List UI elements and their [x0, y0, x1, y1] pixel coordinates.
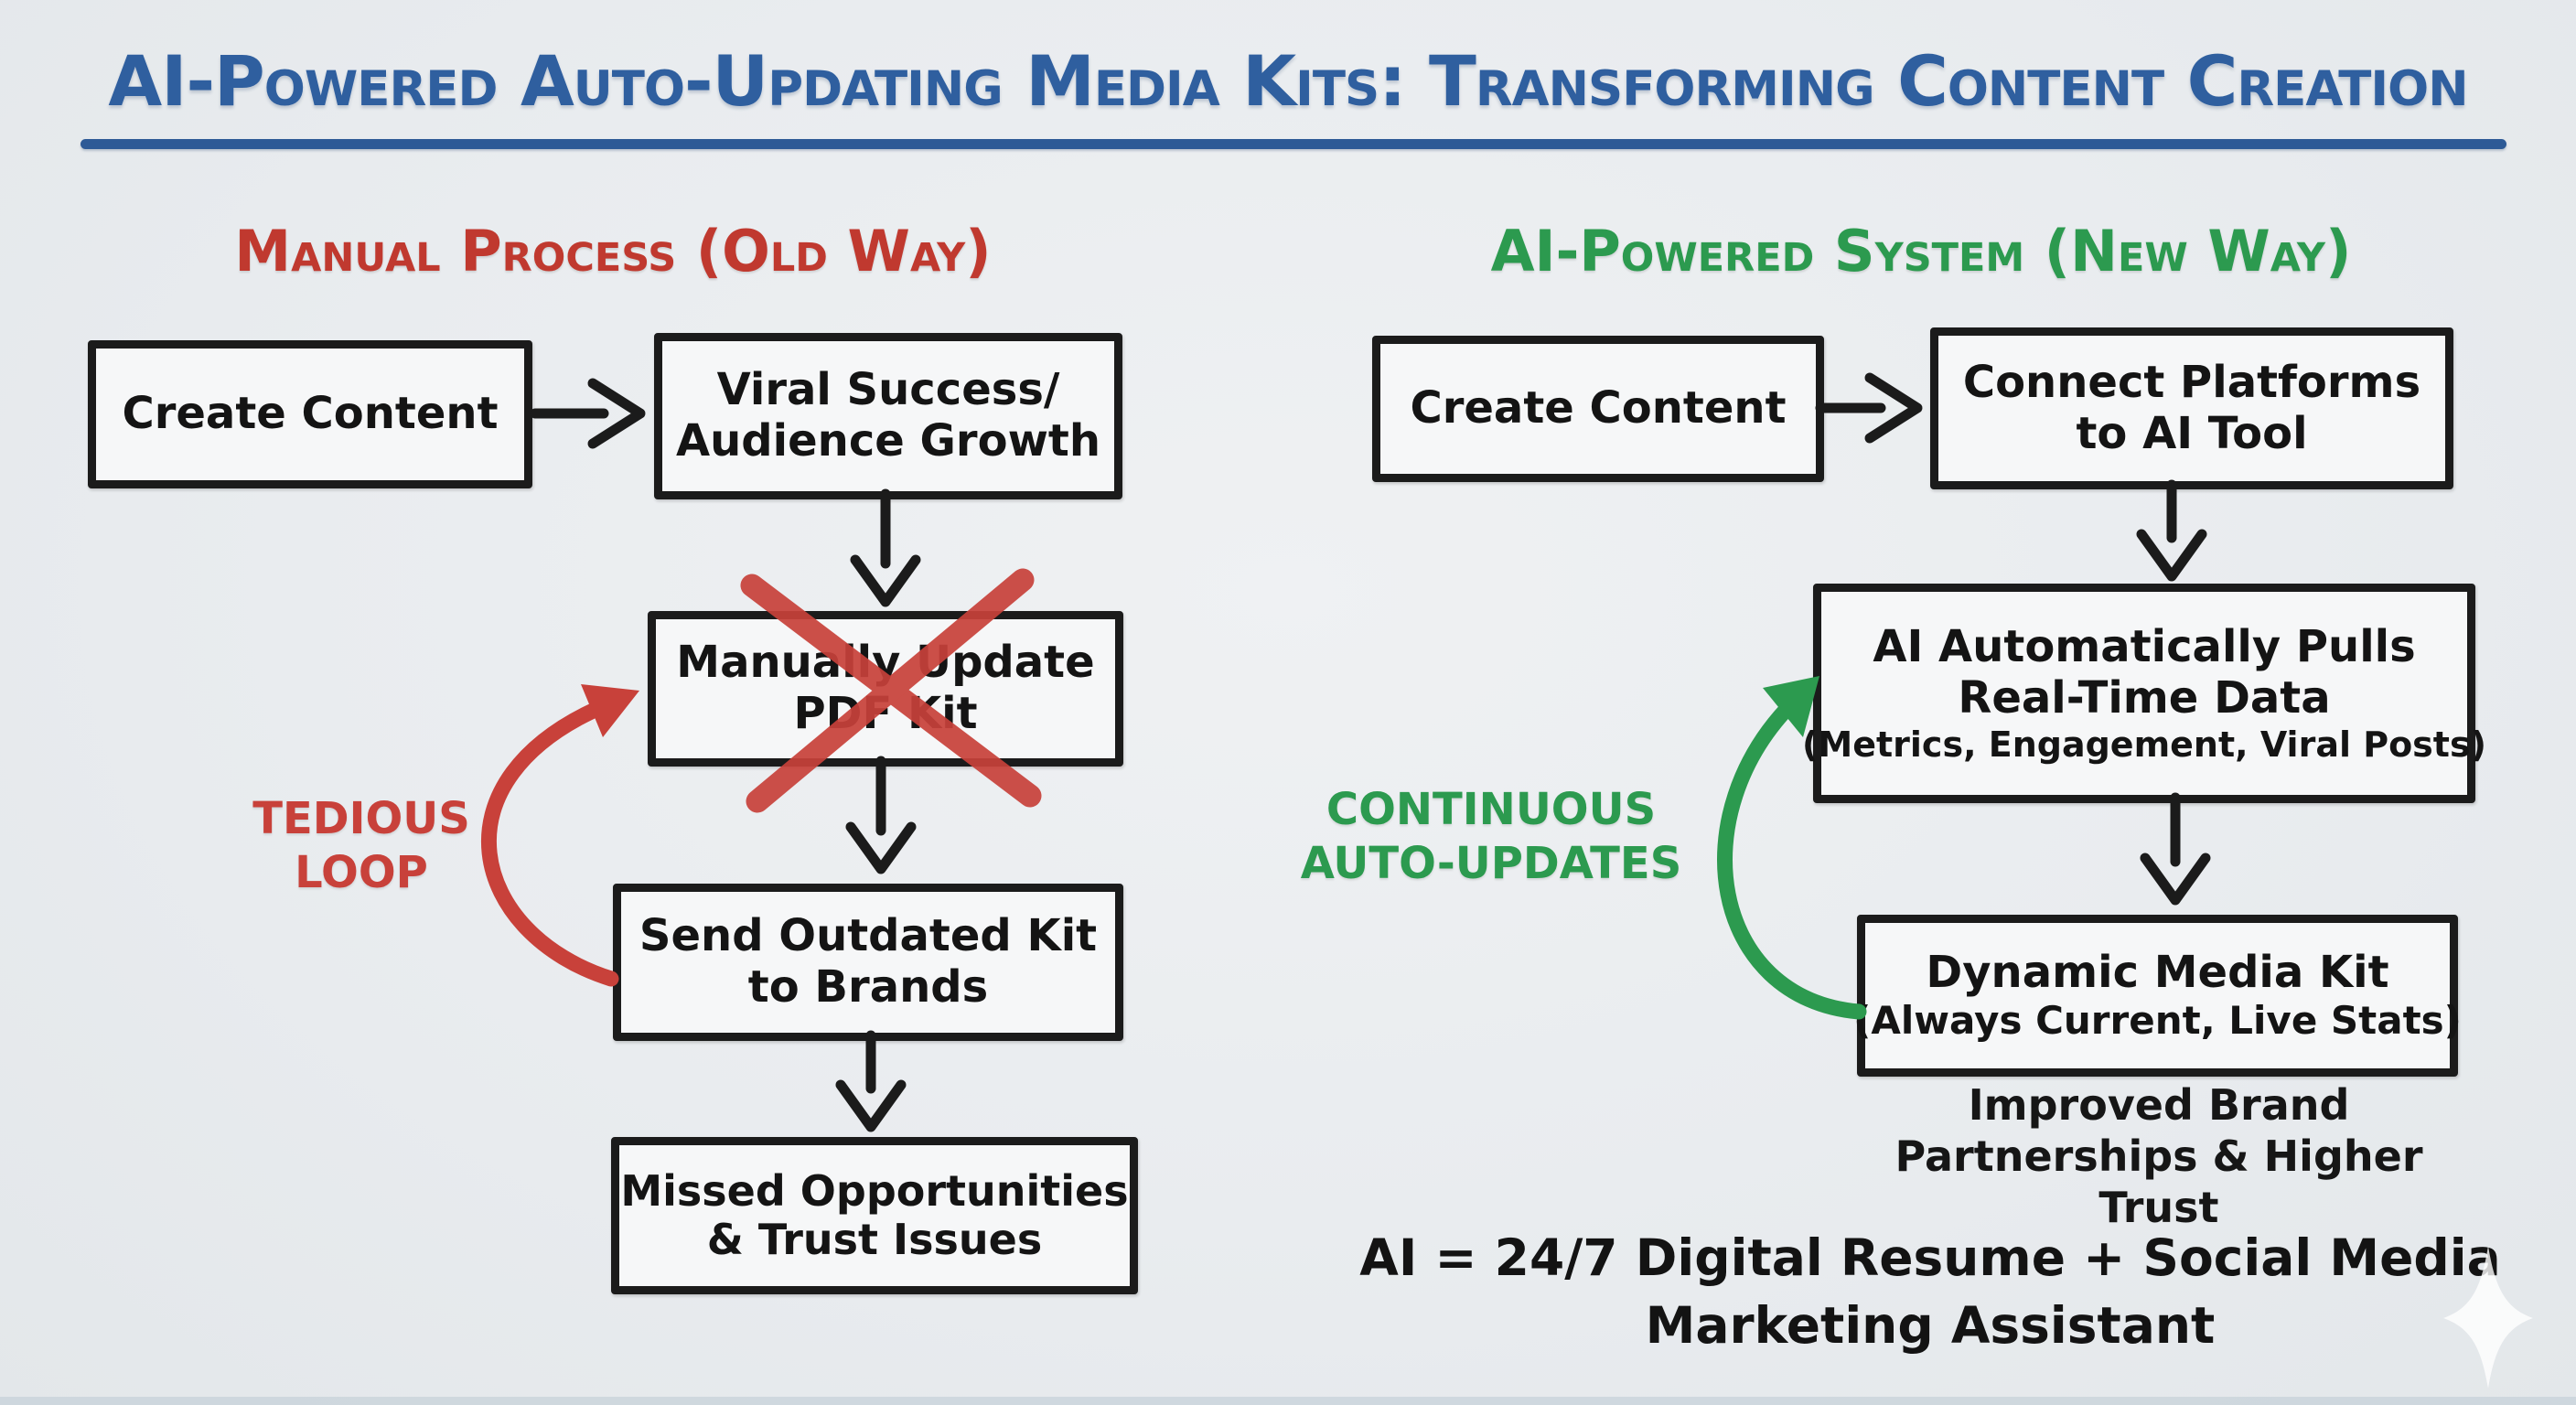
- box-label: Create Content: [1410, 382, 1787, 434]
- arrow-create-to-connect: [1815, 372, 1923, 444]
- arrow-create-to-viral: [530, 378, 646, 449]
- box-label-line1: Dynamic Media Kit: [1926, 947, 2389, 999]
- right-column-header: AI-Powered System (New Way): [1490, 218, 2352, 284]
- box-label-line1: Missed Opportunities: [620, 1165, 1129, 1216]
- box-label-line1: AI Automatically Pulls: [1873, 621, 2416, 673]
- box-missed-opportunities: Missed Opportunities & Trust Issues: [611, 1137, 1138, 1294]
- box-ai-pulls-data: AI Automatically Pulls Real-Time Data (M…: [1802, 584, 2486, 803]
- tedious-loop-label: TEDIOUS LOOP: [252, 793, 470, 898]
- box-label-line1: Connect Platforms: [1962, 356, 2421, 408]
- footer-note: AI = 24/7 Digital Resume + Social Media …: [1359, 1228, 2501, 1356]
- box-label-line2: Audience Growth: [675, 415, 1101, 467]
- arrow-pulls-to-dynamic: [2140, 792, 2211, 906]
- box-create-content-new: Create Content: [1372, 336, 1824, 482]
- arrow-connect-to-pulls: [2136, 479, 2207, 582]
- box-label-line2: to AI Tool: [2076, 407, 2308, 459]
- box-label: Create Content: [122, 388, 499, 440]
- box-label-line2: Real-Time Data: [1958, 671, 2331, 724]
- continuous-auto-updates-label: CONTINUOUS AUTO-UPDATES: [1300, 784, 1682, 889]
- box-label-line1: Send Outdated Kit: [639, 910, 1098, 962]
- box-manually-update: Manually Update PDF Kit: [648, 611, 1123, 767]
- box-label-line1: Viral Success/: [716, 364, 1060, 416]
- page-title: AI-Powered Auto-Updating Media Kits: Tra…: [108, 40, 2468, 122]
- box-dynamic-media-kit: Dynamic Media Kit (Always Current, Live …: [1853, 915, 2462, 1077]
- box-connect-platforms: Connect Platforms to AI Tool: [1930, 327, 2453, 489]
- left-column-header: Manual Process (Old Way): [234, 218, 992, 284]
- box-label-line2: PDF Kit: [793, 688, 978, 739]
- outcome-label: Improved Brand Partnerships & Higher Tru…: [1894, 1080, 2423, 1233]
- arrow-viral-to-update: [850, 488, 921, 607]
- title-underline: [80, 139, 2506, 149]
- box-create-content-old: Create Content: [88, 340, 532, 488]
- box-label-line2: (Always Current, Live Stats): [1853, 997, 2462, 1043]
- box-label-line1: Manually Update: [676, 637, 1095, 689]
- box-label-line2: to Brands: [747, 961, 989, 1013]
- box-label-line3: (Metrics, Engagement, Viral Posts): [1802, 724, 2486, 765]
- arrow-update-to-send: [845, 756, 917, 874]
- arrow-send-to-missed: [835, 1030, 907, 1132]
- box-send-outdated-kit: Send Outdated Kit to Brands: [613, 884, 1123, 1041]
- box-viral-success: Viral Success/ Audience Growth: [654, 333, 1122, 499]
- box-label-line2: & Trust Issues: [706, 1215, 1043, 1264]
- bottom-edge-strip: [0, 1397, 2576, 1405]
